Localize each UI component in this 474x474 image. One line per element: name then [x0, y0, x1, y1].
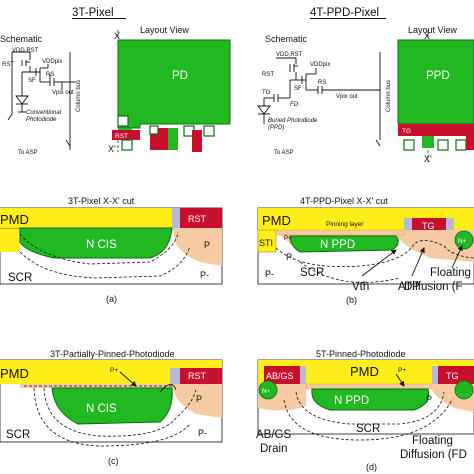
layout-view-label: Layout View — [140, 25, 189, 35]
sf-label-4t: SF — [294, 86, 302, 92]
rst-label-a: RST — [188, 214, 207, 224]
to-asp-label: To ASP — [18, 150, 38, 156]
rst-label-c: RST — [188, 371, 207, 381]
rst-label: RST — [2, 62, 14, 68]
pminus-label-b: P- — [265, 269, 274, 279]
diffusion-label-d: Diffusion (FD — [400, 449, 467, 461]
p-label-c: P — [196, 394, 202, 404]
pplus-label-b: P+ — [284, 236, 292, 242]
fd-label-4t: FD — [290, 102, 299, 108]
ncis-label-c: N CIS — [86, 403, 117, 415]
title-d: 5T-Pinned-Photodiode — [316, 349, 406, 359]
pplus-label-c: P+ — [110, 367, 118, 374]
column-bus-label-4t: Column bus — [386, 80, 392, 112]
layout-view-label-4t: Layout View — [408, 25, 457, 35]
pmd-label-a: PMD — [0, 212, 29, 227]
title-3t-pixel: 3T-Pixel — [72, 7, 114, 19]
tg-box-label: TG — [402, 128, 411, 135]
p-label-b: P — [286, 252, 292, 262]
x-bottom-label: X' — [108, 144, 116, 154]
panel-c-cross-section: 3T-Partially-Pinned-Photodiode — [0, 349, 223, 447]
sti-label-b: STI — [259, 238, 273, 248]
floating-label-d: Floating — [412, 435, 453, 447]
panel-3t-pixel: 3T-Pixel Schematic Layout View — [0, 7, 231, 156]
panel-d-cross-section: 5T-Pinned-Photodiode — [257, 349, 474, 441]
x-bottom-label-4t: X' — [424, 154, 432, 164]
pinning-label-b: Pinning layer — [326, 221, 364, 228]
p-label-a: P — [204, 240, 210, 250]
vdd-rst-label: VDD,RST — [12, 48, 39, 54]
pd-label: PD — [172, 70, 188, 82]
title-b: 4T-PPD-Pixel X-X' cut — [300, 196, 388, 206]
caption-a: (a) — [106, 294, 117, 304]
panel-a-cross-section: 3T-Pixel X-X' cut — [0, 196, 223, 285]
photodiode-label-4t-2: (PPD) — [268, 125, 284, 131]
abgs-label-d: AB/GS — [256, 429, 291, 441]
vpixout-label: Vpix out — [52, 90, 74, 96]
photodiode-label-4t-1: Buried Photodiode — [268, 118, 318, 124]
title-a: 3T-Pixel X-X' cut — [68, 196, 135, 206]
photodiode-label-1: Conventional — [26, 110, 62, 116]
rs-label-4t: RS — [318, 80, 326, 86]
scr-label-b: SCR — [300, 267, 324, 279]
ppd-label: PPD — [426, 70, 450, 82]
vdd-rst-label-4t: VDD,RST — [276, 52, 303, 58]
panel-b-cross-section: 4T-PPD-Pixel X-X' cut — [257, 196, 474, 285]
x-top-label: X — [114, 31, 120, 41]
drain-label-d: Drain — [260, 443, 287, 455]
sf-label: SF — [28, 78, 36, 84]
title-c: 3T-Partially-Pinned-Photodiode — [50, 349, 175, 359]
tg-label-4t: TG — [262, 90, 271, 96]
ncis-label-a: N CIS — [86, 239, 117, 251]
column-bus-label: Column bus — [76, 80, 82, 112]
rst-box-label: RST — [115, 133, 128, 140]
pminus-label-c: P- — [198, 428, 207, 438]
title-4t-ppd-pixel: 4T-PPD-Pixel — [310, 7, 379, 19]
nppd-label-b: N PPD — [320, 239, 355, 251]
nppd-label-d: N PPD — [334, 395, 369, 407]
panel-4t-ppd-pixel: 4T-PPD-Pixel Schematic Layout View — [257, 7, 474, 164]
m-label: M — [120, 119, 125, 126]
p-label-d: P — [426, 394, 432, 404]
tg-label-b: TG — [422, 221, 435, 231]
tg-label-d: TG — [446, 371, 459, 381]
to-asp-label-4t: To ASP — [274, 150, 294, 156]
caption-c: (c) — [108, 456, 119, 466]
diffusion-label-b: Diffusion (F — [404, 281, 463, 293]
scr-label-a: SCR — [8, 272, 32, 284]
nplus-label-b: N+ — [458, 238, 467, 245]
layout-4t — [397, 30, 474, 162]
scr-label-c: SCR — [6, 429, 30, 441]
pmd-label-c: PMD — [0, 366, 29, 381]
rst-label-4t: RST — [262, 72, 274, 78]
rs-label: RS — [46, 72, 54, 78]
schematic-3t — [7, 51, 76, 150]
scr-label-d: SCR — [356, 423, 380, 435]
pminus-label-a: P- — [200, 270, 209, 280]
pmd-label-b: PMD — [262, 213, 291, 228]
vpixout-label-4t: Vpix out — [336, 94, 358, 100]
schematic-label: Schematic — [0, 34, 43, 44]
photodiode-label-2: Photodiode — [26, 117, 57, 123]
abgs-box-label-d: AB/GS — [266, 371, 294, 381]
nplus-label-d: N+ — [262, 388, 271, 395]
pmd-label-d: PMD — [350, 364, 379, 379]
layout-3t — [112, 30, 231, 152]
schematic-label-4t: Schematic — [265, 34, 308, 44]
x-top-label-4t: X — [424, 31, 430, 41]
caption-b: (b) — [346, 295, 357, 305]
vddpix-label-4t: VDDpix — [310, 62, 330, 68]
pplus-label-d: P+ — [398, 367, 406, 374]
caption-d: (d) — [366, 462, 377, 472]
vddpix-label: VDDpix — [42, 59, 62, 65]
floating-label-b: Floating — [430, 267, 471, 279]
atp-label-b: ATP — [398, 281, 420, 293]
vth-label-b: Vth — [352, 281, 369, 293]
schematic-4t — [257, 52, 381, 147]
